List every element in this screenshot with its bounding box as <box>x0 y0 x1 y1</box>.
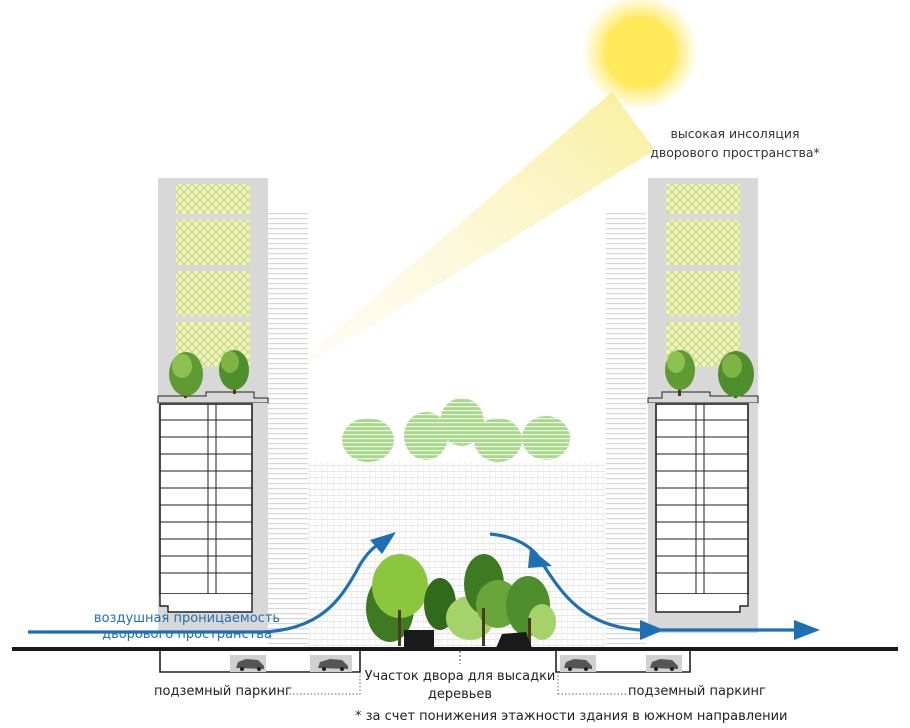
label-insolation-line1: высокая инсоляция <box>670 126 800 141</box>
car-icon <box>650 659 678 671</box>
label-parking-left: подземный паркинг <box>154 684 292 699</box>
car-icon <box>318 659 348 671</box>
sun-ray <box>306 92 655 360</box>
courtyard-block <box>404 630 434 648</box>
arrow-right-icon <box>370 532 820 640</box>
courtyard-trees <box>366 554 556 646</box>
label-air-line2: дворового пространства <box>102 627 272 642</box>
label-air-line1: воздушная проницаемость <box>93 611 281 626</box>
roof-trees-background <box>342 398 570 462</box>
right-building <box>647 178 759 633</box>
label-insolation: высокая инсоляция дворового пространства… <box>640 124 830 162</box>
label-air-permeability: воздушная проницаемость дворового простр… <box>92 611 282 643</box>
background-tower-right <box>606 212 646 644</box>
sun-icon <box>582 0 698 110</box>
tree-icon <box>665 350 695 396</box>
left-building <box>157 178 269 633</box>
background-tower-left <box>268 212 308 644</box>
tree-icon <box>169 352 203 398</box>
ground-line <box>12 647 898 651</box>
label-parking-right: подземный паркинг <box>628 684 766 699</box>
courtyard-block <box>496 632 532 648</box>
car-icon <box>236 659 264 671</box>
label-insolation-line2: дворового пространства* <box>650 145 820 160</box>
tree-icon <box>718 351 754 398</box>
tree-icon <box>219 350 249 394</box>
label-yard-line2: деревьев <box>427 687 493 702</box>
car-icon <box>564 659 592 671</box>
footnote: * за счет понижения этажности здания в ю… <box>355 709 788 724</box>
label-yard-line1: Участок двора для высадки <box>364 669 556 684</box>
label-yard-plot: Участок двора для высадки деревьев <box>362 668 558 704</box>
